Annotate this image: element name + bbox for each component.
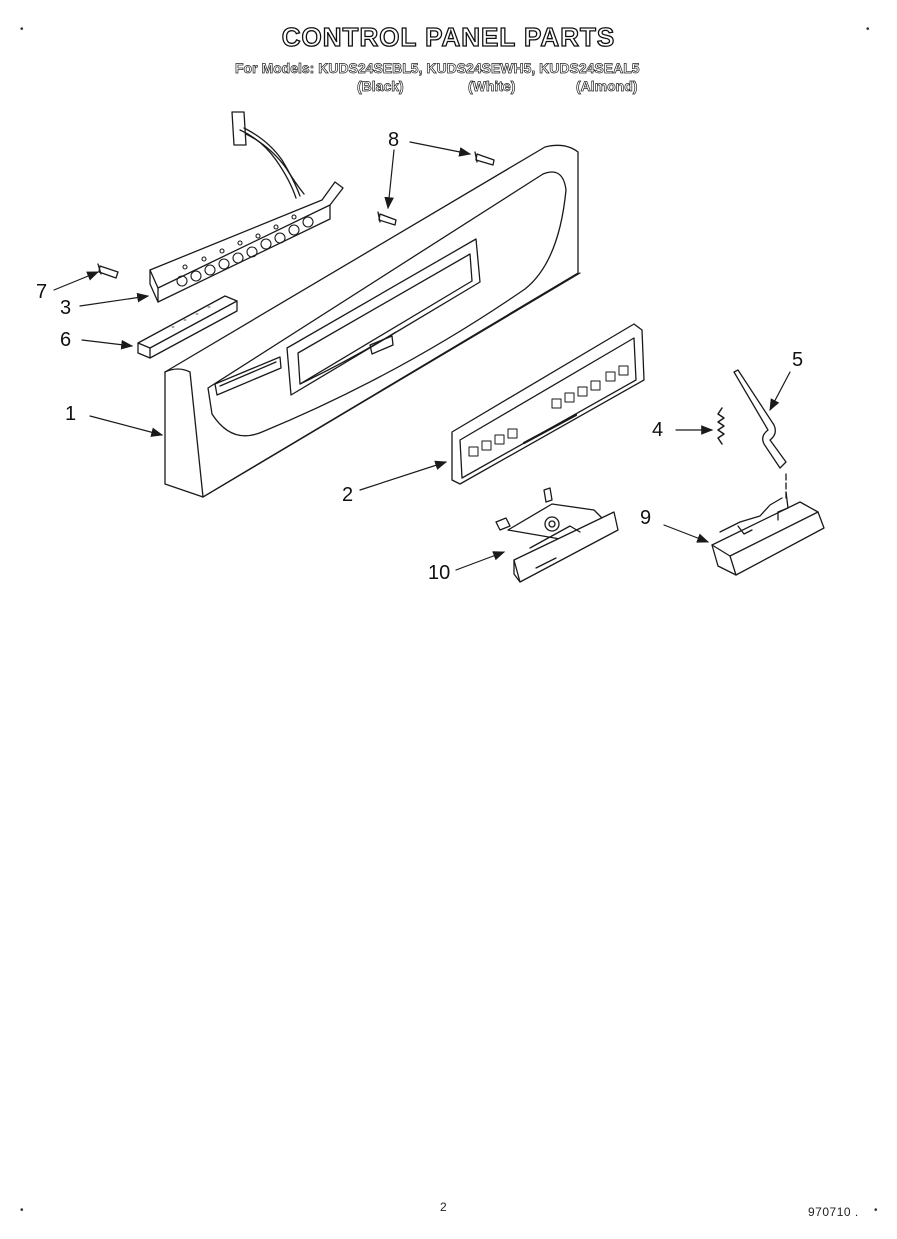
part-2-keypad-overlay [451, 323, 645, 485]
page-title: CONTROL PANEL PARTS [281, 21, 616, 52]
corner-mark-bottom-right: • [874, 1205, 878, 1216]
callout-7: 7 [36, 281, 48, 303]
callout-10: 10 [428, 562, 451, 584]
part-9-latch [711, 473, 825, 576]
part-8-screw-top [474, 151, 495, 166]
callout-4: 4 [652, 419, 664, 441]
document-code: 970710 . [808, 1205, 859, 1219]
page-number: 2 [440, 1200, 447, 1214]
callout-9: 9 [640, 507, 652, 529]
callout-5: 5 [792, 349, 804, 371]
corner-mark-bottom-left: • [20, 1205, 24, 1216]
part-10-latch-assembly [495, 487, 619, 583]
callout-leaders [53, 141, 791, 571]
part-7-screw [97, 263, 119, 279]
part-6-strip [137, 295, 238, 359]
color-label-black: (Black) [357, 78, 404, 95]
corner-mark-top-left: • [20, 24, 24, 35]
color-label-almond: (Almond) [576, 78, 638, 95]
callout-2: 2 [342, 484, 354, 506]
part-4-spring [717, 407, 725, 445]
callout-6: 6 [60, 329, 72, 351]
part-5-rod [733, 369, 787, 469]
part-3-control-board [149, 111, 344, 303]
corner-mark-top-right: • [866, 24, 870, 35]
models-line: For Models: KUDS24SEBL5, KUDS24SEWH5, KU… [235, 60, 640, 77]
part-1-console-panel [164, 144, 581, 498]
part-8-screw-side [377, 211, 397, 226]
color-label-white: (White) [468, 78, 516, 95]
callout-1: 1 [65, 403, 77, 425]
callout-3: 3 [60, 297, 72, 319]
callout-8: 8 [388, 129, 400, 151]
